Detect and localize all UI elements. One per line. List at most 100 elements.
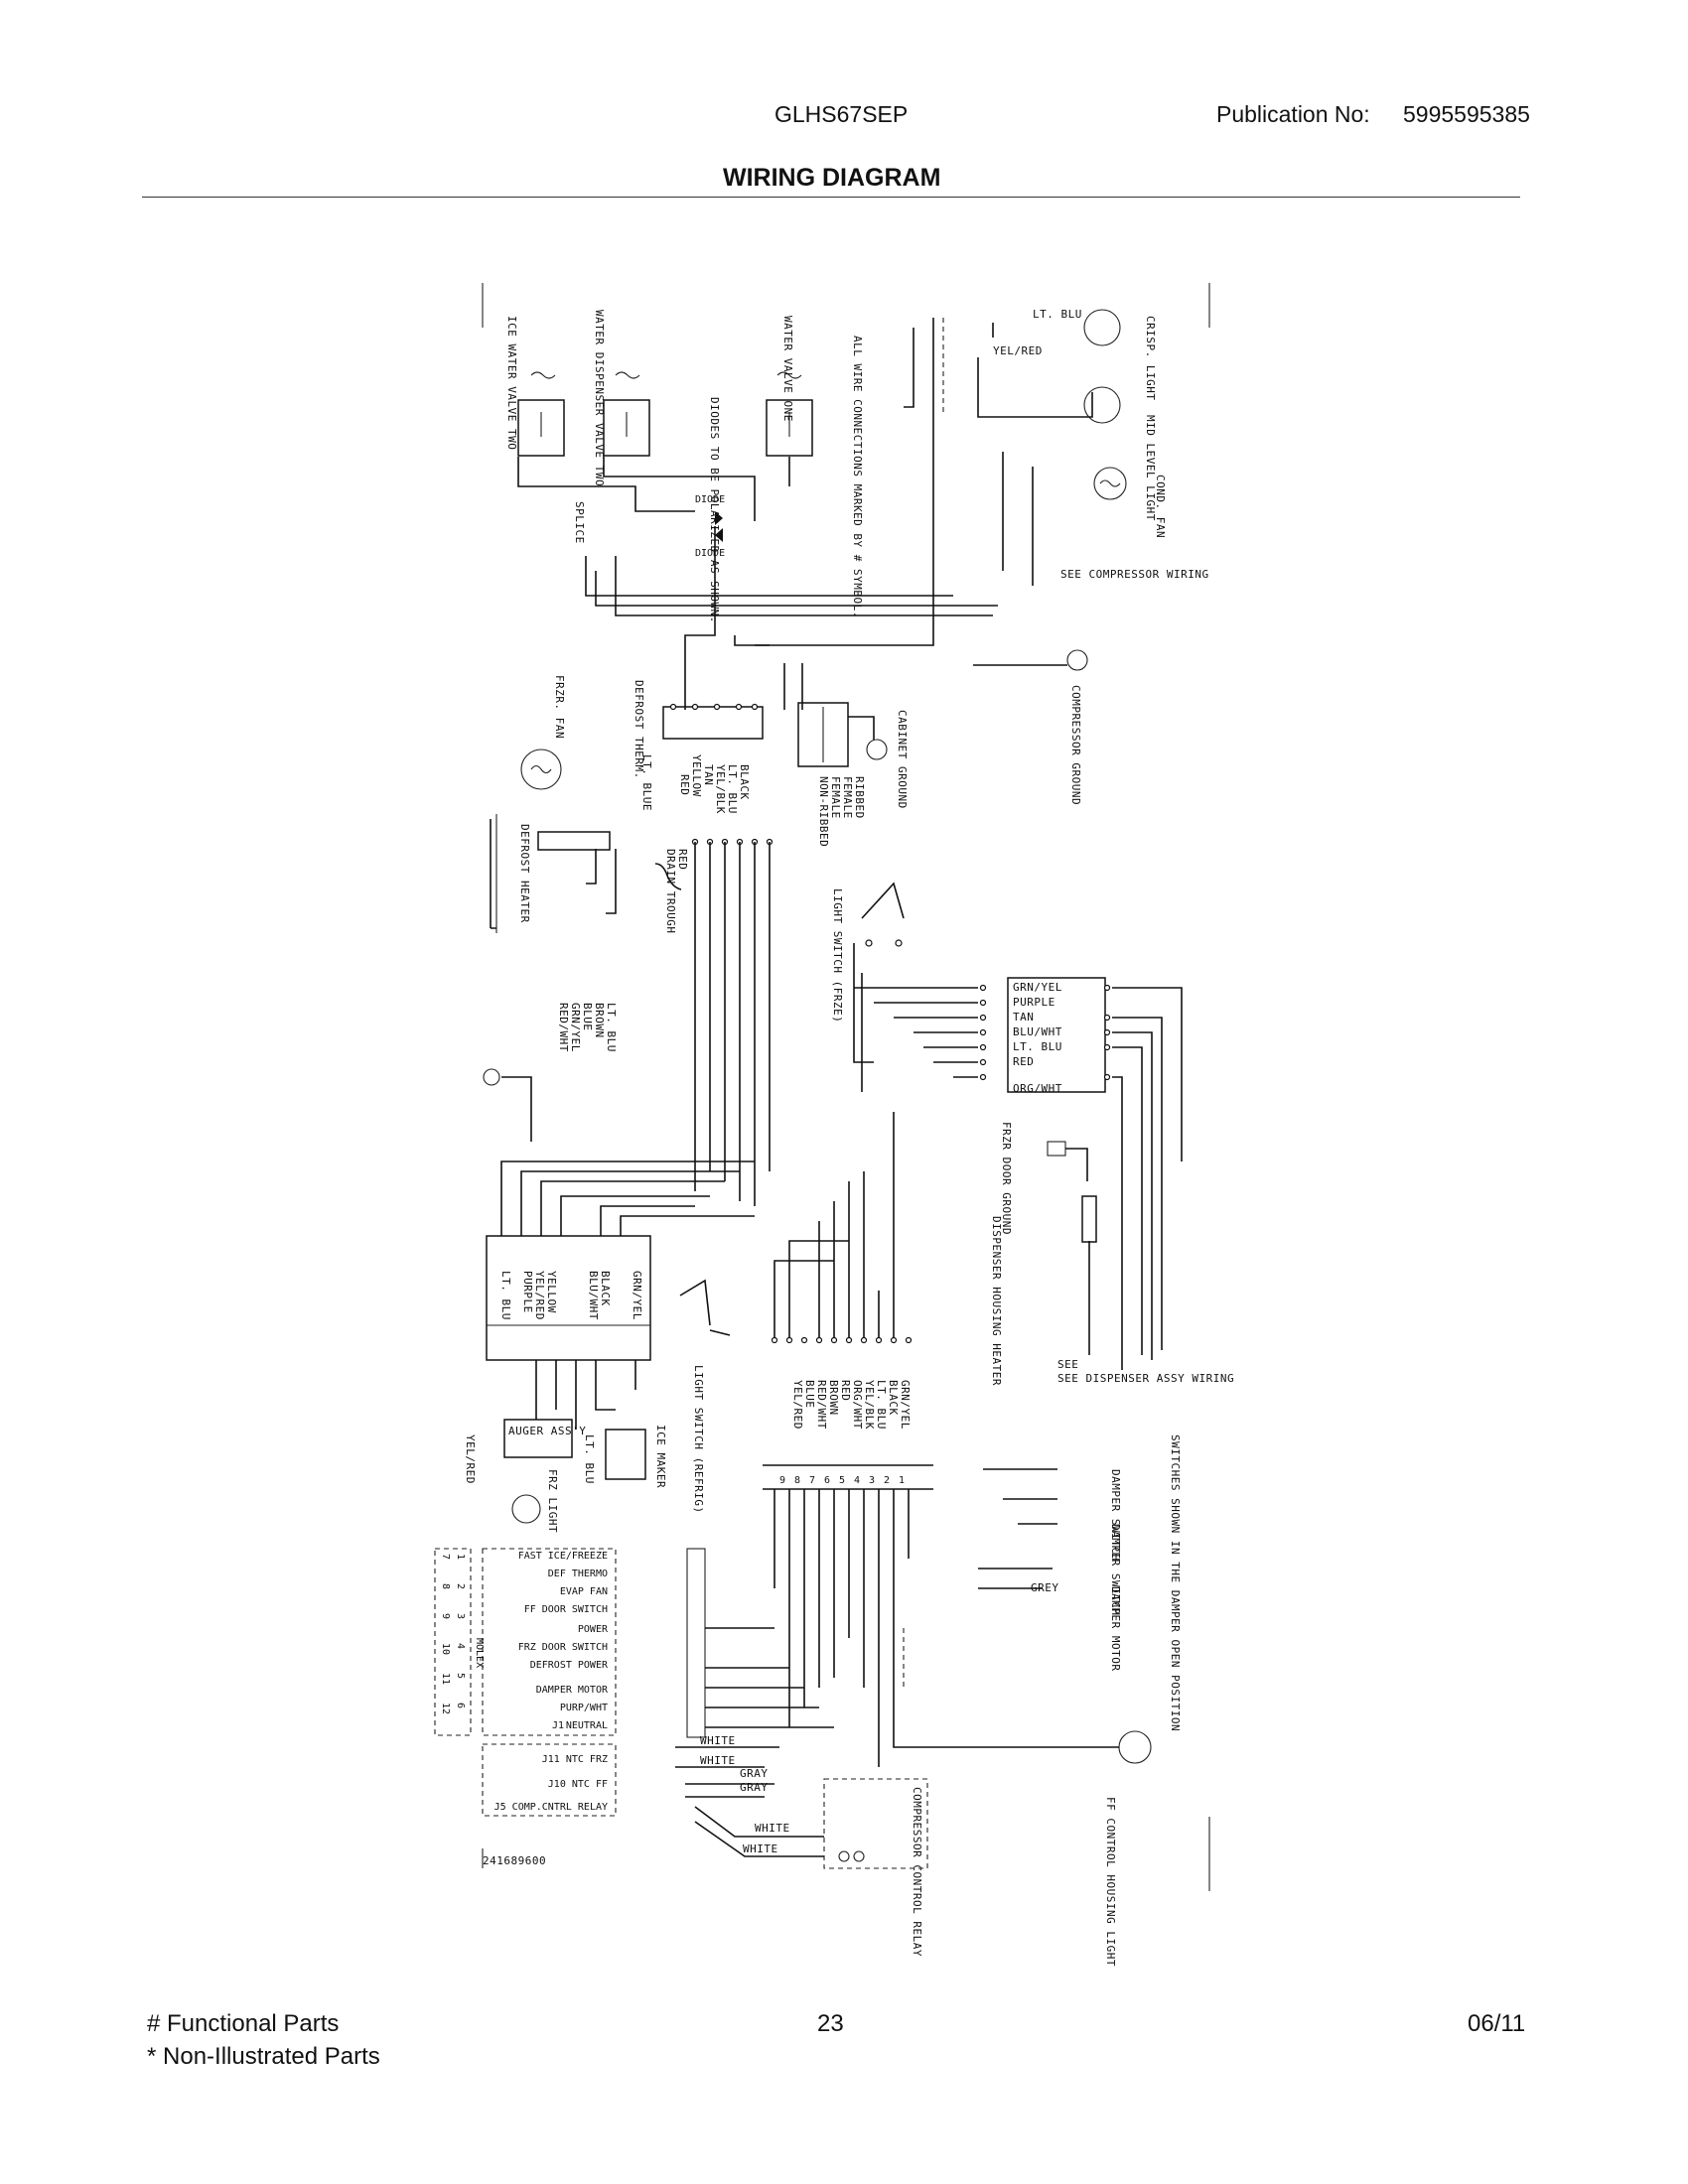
- svg-text:RED: RED: [839, 1380, 852, 1401]
- svg-text:DEF THERMO: DEF THERMO: [548, 1569, 608, 1579]
- svg-text:NEUTRAL: NEUTRAL: [566, 1720, 608, 1731]
- ground-symbol: [483, 1068, 500, 1086]
- svg-text:NON-RIBBED: NON-RIBBED: [817, 776, 830, 847]
- svg-text:YELLOW: YELLOW: [690, 754, 703, 797]
- wire: [501, 1076, 532, 1142]
- splice-label: SPLICE: [573, 501, 586, 544]
- svg-text:DEFROST POWER: DEFROST POWER: [530, 1660, 609, 1671]
- svg-text:BROWN: BROWN: [827, 1380, 840, 1416]
- damper-motor-label: DAMPER MOTOR: [1109, 1586, 1122, 1671]
- lower-left-wire-labels: GRN/YEL BLACK BLU/WHT YELLOW YEL/RED PUR…: [499, 1271, 643, 1320]
- frz-light: FRZ LIGHT: [511, 1469, 559, 1533]
- wire: [694, 1806, 824, 1857]
- svg-text:2: 2: [455, 1583, 466, 1589]
- svg-text:LT. BLU: LT. BLU: [726, 764, 739, 814]
- lower-mid-wire-labels: GRN/YEL BLACK LT. BLU YEL/BLK ORG/WHT RE…: [791, 1380, 912, 1430]
- frzr-door-ground-label: FRZR DOOR GROUND: [1000, 1122, 1013, 1235]
- svg-text:LT. BLU: LT. BLU: [1013, 1040, 1062, 1053]
- wire-yel-red: YEL/RED: [993, 344, 1043, 357]
- publication-date: 06/11: [1468, 2010, 1526, 2037]
- frzr-fan-label: FRZR. FAN: [553, 675, 566, 739]
- wire-white-4: WHITE: [743, 1843, 778, 1855]
- wire-red: RED: [676, 849, 689, 870]
- part-number: 241689600: [483, 1854, 546, 1867]
- svg-text:POWER: POWER: [578, 1624, 609, 1635]
- svg-text:J11 NTC FRZ: J11 NTC FRZ: [542, 1754, 608, 1765]
- compressor-ground-label: COMPRESSOR GROUND: [1069, 685, 1082, 805]
- mid-connector-pins: [771, 1336, 913, 1344]
- see-compressor-label: SEE COMPRESSOR WIRING: [1060, 568, 1209, 581]
- wire-white-1: WHITE: [700, 1734, 736, 1747]
- wire-bundle: [694, 842, 771, 1206]
- svg-text:FRZ DOOR SWITCH: FRZ DOOR SWITCH: [518, 1642, 608, 1653]
- wire: [977, 323, 1093, 418]
- svg-text:MOLEX: MOLEX: [474, 1638, 485, 1668]
- light-switch-refrig-label: LIGHT SWITCH (REFRIG): [692, 1365, 705, 1514]
- svg-text:LT. BLU: LT. BLU: [875, 1380, 888, 1430]
- svg-text:6: 6: [824, 1475, 830, 1486]
- damper-switch: DAMPER SWITCH DAMPER SWITCH: [983, 1468, 1122, 1616]
- header-divider: [142, 197, 1520, 198]
- functional-parts-note: # Functional Parts: [147, 2010, 340, 2037]
- defrost-therm-label: DEFROST THERM.: [633, 680, 645, 779]
- svg-text:12: 12: [440, 1703, 451, 1714]
- ice-water-valve-label: ICE WATER VALVE TWO: [505, 316, 518, 450]
- svg-text:EVAP FAN: EVAP FAN: [560, 1586, 608, 1597]
- auger-assy-label: AUGER ASS'Y: [508, 1425, 586, 1437]
- wire-bundle: [500, 1160, 755, 1236]
- ff-control-housing-light-label: FF CONTROL HOUSING LIGHT: [1104, 1797, 1117, 1967]
- control-inputs-block: J11 NTC FRZ J10 NTC FF J5 COMP.CNTRL REL…: [482, 1743, 617, 1817]
- svg-text:YEL/BLK: YEL/BLK: [714, 764, 727, 814]
- non-illustrated-parts-note: * Non-Illustrated Parts: [147, 2043, 380, 2070]
- svg-text:FF DOOR SWITCH: FF DOOR SWITCH: [524, 1604, 608, 1615]
- dispenser-housing-heater: DISPENSER HOUSING HEATER: [990, 1195, 1097, 1386]
- svg-text:TAN: TAN: [1013, 1011, 1034, 1024]
- wire: [517, 457, 695, 512]
- wire-lt-blue: LT. BLUE: [640, 754, 653, 811]
- wire-lt-blu-2: LT. BLU: [583, 1434, 596, 1484]
- molex-block: 7 8 9 10 11 12 1 2 3 4 5 6 MOLEX: [440, 1554, 485, 1714]
- svg-text:PURPLE: PURPLE: [1013, 996, 1055, 1009]
- defrost-heater-label: DEFROST HEATER: [518, 824, 531, 923]
- compressor-control-relay: COMPRESSOR CONTROL RELAY: [823, 1778, 928, 1957]
- refrig-wire-labels: BLACK LT. BLU YEL/BLK TAN YELLOW RED: [678, 754, 751, 814]
- wire: [585, 556, 953, 597]
- wire-gray-2: GRAY: [740, 1781, 769, 1794]
- frzr-fan: FRZR. FAN: [520, 675, 566, 790]
- svg-text:8: 8: [440, 1583, 451, 1589]
- cabinet-ground: CABINET GROUND: [848, 710, 909, 809]
- wire: [1002, 452, 1034, 586]
- j1-pin-column: [686, 1548, 834, 1738]
- svg-text:TAN: TAN: [702, 764, 715, 785]
- wire: [615, 556, 993, 616]
- auger-assy: AUGER ASS'Y: [503, 1419, 586, 1458]
- door-wire-labels: GRN/YEL PURPLE TAN BLU/WHT LT. BLU RED O…: [1013, 981, 1062, 1095]
- svg-text:BLUE: BLUE: [803, 1380, 816, 1409]
- svg-text:RED: RED: [678, 774, 691, 795]
- cond-fan-label: COND. FAN: [1154, 475, 1167, 538]
- diode-pair: DIODE DIODE: [695, 494, 725, 559]
- model-number: GLHS67SEP: [774, 101, 909, 127]
- svg-text:GRN/YEL: GRN/YEL: [1013, 981, 1062, 994]
- svg-text:FEMALE: FEMALE: [829, 776, 842, 819]
- ribbed-labels: RIBBED FEMALE FEMALE NON-RIBBED: [817, 776, 866, 847]
- svg-text:3: 3: [869, 1475, 875, 1486]
- wire: [595, 571, 998, 607]
- crisper-light: CRISP. LIGHT: [1083, 309, 1157, 400]
- water-dispenser-valve-label: WATER DISPENSER VALVE TWO: [593, 310, 606, 486]
- svg-text:ORG/WHT: ORG/WHT: [1013, 1082, 1062, 1095]
- svg-text:FAST ICE/FREEZE: FAST ICE/FREEZE: [518, 1551, 608, 1562]
- svg-text:J5 COMP.CNTRL RELAY: J5 COMP.CNTRL RELAY: [494, 1802, 608, 1813]
- svg-text:7: 7: [440, 1554, 451, 1560]
- diodes-note-1: DIODES TO BE POLARIZED AS SHOWN.: [708, 397, 721, 623]
- mid-level-light-label: MID LEVEL LIGHT: [1144, 415, 1157, 521]
- svg-text:RED/WHT: RED/WHT: [815, 1380, 828, 1430]
- water-dispenser-valve: WATER DISPENSER VALVE TWO: [593, 310, 650, 486]
- cond-fan: COND. FAN: [1093, 467, 1167, 538]
- svg-text:RED: RED: [1013, 1055, 1034, 1068]
- svg-text:YEL/RED: YEL/RED: [791, 1380, 804, 1430]
- light-switch-frze-label: LIGHT SWITCH (FRZE): [831, 888, 844, 1023]
- damper-switch-label: DAMPER SWITCH: [1109, 1469, 1122, 1562]
- ice-water-valve: ICE WATER VALVE TWO: [505, 316, 565, 457]
